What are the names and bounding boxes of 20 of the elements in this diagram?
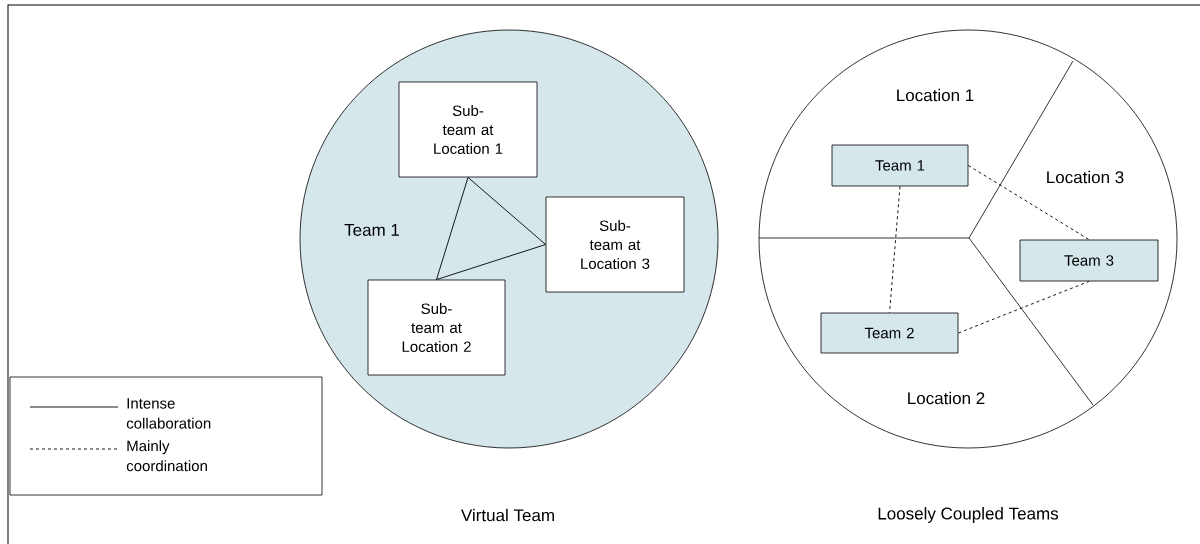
team-box: Team 2 (820, 312, 959, 354)
connector-line (467, 176, 547, 245)
location-label: Location 2 (908, 391, 985, 405)
connector-line (967, 165, 1090, 241)
legend-text: Mainly coordination (126, 440, 207, 472)
connector-line (957, 280, 1090, 334)
team-box: Sub-team at Location 3 (545, 196, 685, 293)
connector-line (436, 176, 469, 281)
team-label: Team 1 (344, 224, 400, 236)
node-label: Virtual Team (461, 508, 554, 522)
team-box: Sub-team at Location 1 (398, 81, 538, 178)
connector-line (889, 185, 901, 314)
node-label: Loosely Coupled Teams (878, 507, 1059, 523)
team-box: Team 3 (1019, 239, 1159, 282)
team-box: Sub-team at Location 2 (367, 279, 506, 376)
connector-line (436, 244, 547, 281)
team-box: Team 1 (831, 144, 969, 187)
legend-text: Intense collaboration (126, 398, 211, 429)
location-label: Location 3 (1047, 170, 1124, 184)
location-label: Location 1 (897, 88, 974, 102)
